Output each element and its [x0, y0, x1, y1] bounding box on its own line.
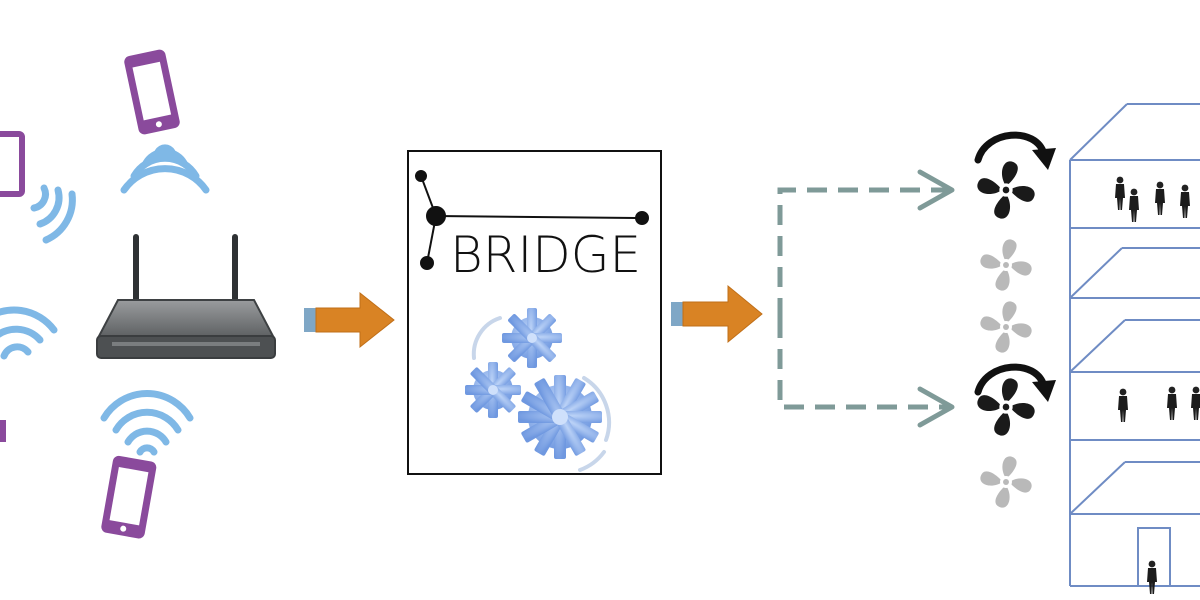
- fan-active-icon: [977, 161, 1034, 218]
- bridge-logo-icon: [415, 170, 649, 270]
- person-icon: [1155, 181, 1165, 215]
- person-icon: [1147, 560, 1157, 594]
- router-icon: [96, 234, 276, 359]
- wifi-signal-icon: [120, 144, 210, 194]
- rotate-arrow-head: [1032, 380, 1056, 402]
- phone-icon: [124, 49, 180, 135]
- rotate-arrow-icon: [974, 131, 1048, 164]
- phone-icon: [101, 455, 157, 539]
- fan-idle-icon: [980, 456, 1031, 507]
- gear-icon: [502, 308, 562, 368]
- fan-column: [977, 161, 1034, 507]
- wifi-signal-icon: [30, 184, 76, 244]
- building-icon: [1069, 103, 1200, 587]
- device-edge-icon: [0, 420, 6, 442]
- arrow-right-icon: [671, 284, 763, 344]
- wifi-signal-icon: [100, 390, 194, 456]
- person-icon: [1180, 184, 1190, 218]
- person-group: [1115, 176, 1200, 594]
- arrow-head-icon: [917, 169, 955, 428]
- gear-icon: [465, 362, 521, 418]
- dashed-connector: [777, 187, 950, 410]
- person-icon: [1118, 388, 1128, 422]
- bridge-box: BRIDGE: [407, 150, 662, 475]
- rotation-arc-icon: [471, 316, 612, 472]
- tablet-icon: [0, 131, 25, 197]
- person-icon: [1167, 386, 1177, 420]
- rotate-arrow-icon: [974, 363, 1048, 396]
- person-icon: [1115, 176, 1125, 210]
- fan-idle-icon: [980, 239, 1031, 290]
- gear-icon: [518, 375, 602, 459]
- fan-idle-icon: [980, 301, 1031, 352]
- bridge-title: BRIDGE: [450, 226, 641, 284]
- arrow-right-icon: [304, 291, 395, 349]
- fan-active-icon: [977, 378, 1034, 435]
- person-icon: [1129, 188, 1139, 222]
- person-icon: [1191, 386, 1200, 420]
- rotate-arrow-head: [1032, 148, 1056, 170]
- wifi-signal-icon: [0, 306, 58, 360]
